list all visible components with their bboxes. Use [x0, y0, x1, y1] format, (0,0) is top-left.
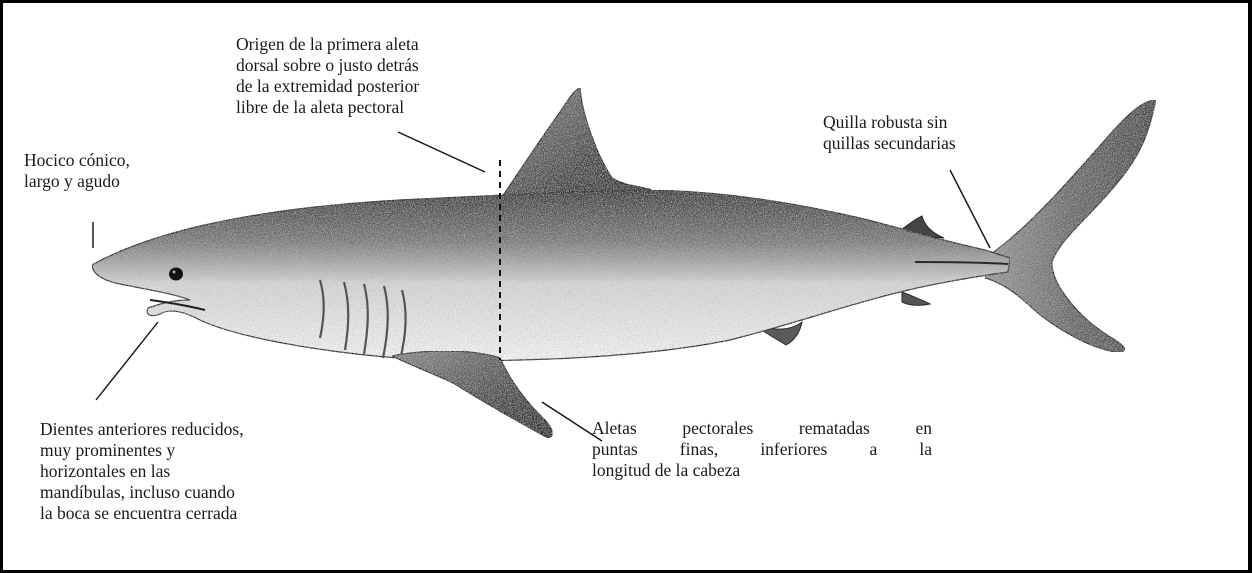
annotation-line: puntas finas, inferiores a la	[592, 439, 932, 460]
annotation-teeth: Dientes anteriores reducidos, muy promin…	[40, 419, 244, 524]
annotation-line: la boca se encuentra cerrada	[40, 503, 244, 524]
annotation-line: quillas secundarias	[823, 133, 956, 154]
first-dorsal-fin	[500, 88, 652, 200]
annotation-line: Quilla robusta sin	[823, 112, 956, 133]
leader-teeth	[96, 322, 158, 400]
annotation-pectoral: Aletas pectorales rematadas en puntas fi…	[592, 418, 932, 481]
annotation-line: largo y agudo	[24, 171, 130, 192]
annotation-line: Aletas pectorales rematadas en	[592, 418, 932, 439]
shark-body	[92, 190, 1010, 361]
eye-highlight	[173, 271, 176, 274]
annotation-line: Dientes anteriores reducidos,	[40, 419, 244, 440]
annotation-line: muy prominentes y	[40, 440, 244, 461]
annotation-line: libre de la aleta pectoral	[236, 97, 419, 118]
annotation-keel: Quilla robusta sin quillas secundarias	[823, 112, 956, 154]
annotation-dorsal-origin: Origen de la primera aleta dorsal sobre …	[236, 34, 419, 118]
annotation-line: Hocico cónico,	[24, 150, 130, 171]
annotation-line: mandíbulas, incluso cuando	[40, 482, 244, 503]
leader-keel	[950, 170, 990, 248]
anal-fin	[902, 292, 930, 305]
annotation-line: Origen de la primera aleta	[236, 34, 419, 55]
annotation-line: horizontales en las	[40, 461, 244, 482]
caudal-fin	[985, 100, 1156, 352]
annotation-snout: Hocico cónico, largo y agudo	[24, 150, 130, 192]
leader-origin	[398, 132, 485, 172]
pectoral-fin	[392, 351, 552, 438]
eye	[169, 268, 183, 281]
annotation-line: longitud de la cabeza	[592, 460, 932, 481]
annotation-line: de la extremidad posterior	[236, 76, 419, 97]
annotation-line: dorsal sobre o justo detrás	[236, 55, 419, 76]
